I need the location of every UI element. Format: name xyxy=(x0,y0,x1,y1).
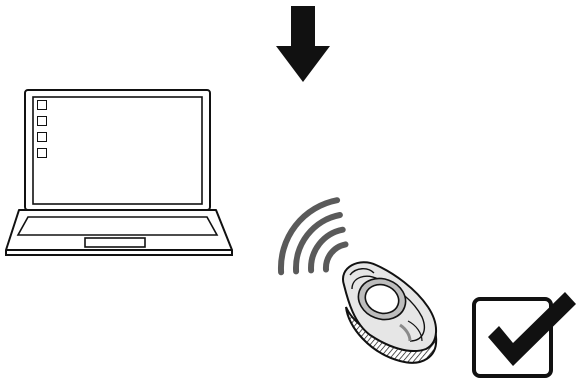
desktop-file-icon xyxy=(37,100,47,110)
trackball-mouse-icon xyxy=(330,255,445,367)
checkbox-checked-icon xyxy=(472,291,577,380)
desktop-file-icon xyxy=(37,132,47,142)
arrow-down-icon xyxy=(276,6,330,82)
desktop-file-icon xyxy=(37,148,47,158)
desktop-icon-column xyxy=(37,100,51,170)
laptop-icon xyxy=(5,88,233,258)
desktop-file-icon xyxy=(37,116,47,126)
